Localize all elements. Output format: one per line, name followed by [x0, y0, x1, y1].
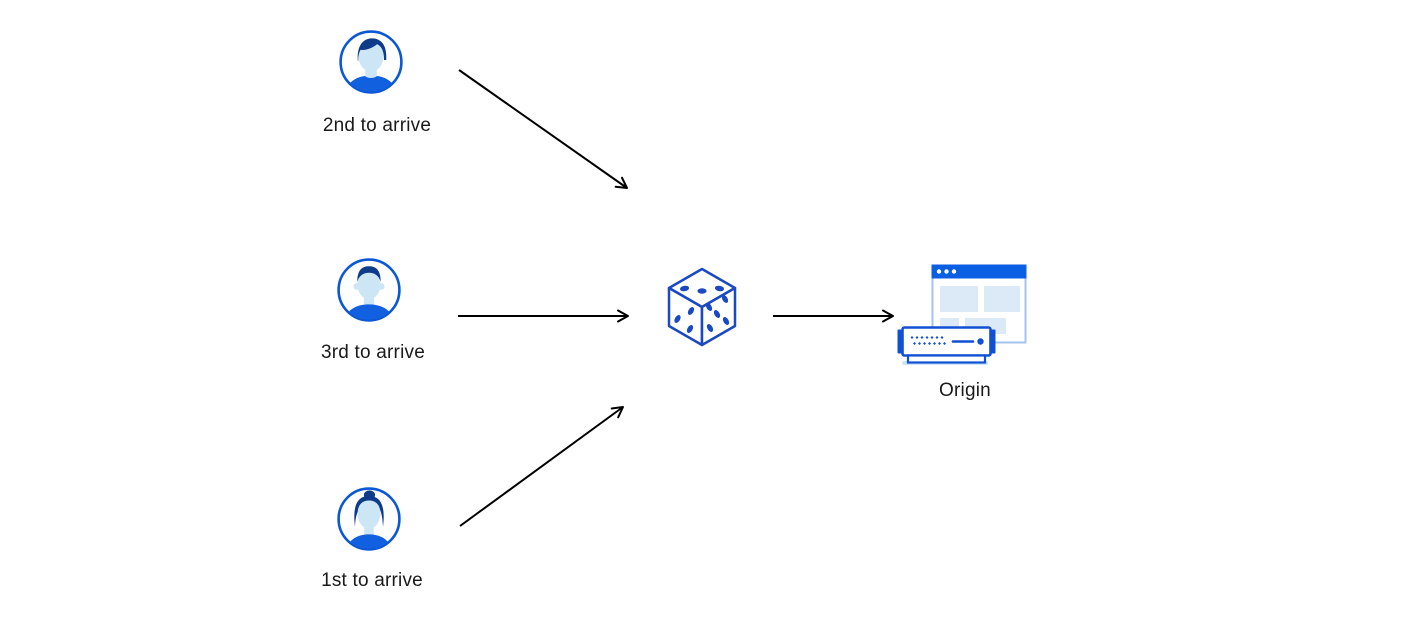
node-user-3rd — [337, 258, 401, 322]
origin-label: Origin — [939, 380, 991, 401]
user-1st-label: 1st to arrive — [321, 570, 423, 591]
node-user-1st — [337, 487, 401, 551]
dice-icon — [667, 267, 737, 347]
node-origin — [896, 258, 1032, 370]
node-user-2nd — [339, 30, 403, 94]
user-male-avatar-icon — [339, 30, 403, 94]
browser-titlebar-dots — [936, 269, 957, 274]
server-unit — [897, 326, 996, 365]
arrow-user-2nd-to-dice — [458, 69, 628, 189]
user-male-avatar-icon — [337, 258, 401, 322]
node-random-dice — [666, 266, 738, 348]
user-female-avatar-icon — [337, 487, 401, 551]
user-2nd-label: 2nd to arrive — [322, 115, 432, 136]
browser-content-blocks — [940, 286, 1020, 334]
user-3rd-label: 3rd to arrive — [321, 342, 425, 363]
arrow-user-1st-to-dice — [459, 406, 624, 527]
server-led — [977, 338, 984, 345]
origin-server-icon — [897, 264, 1027, 365]
